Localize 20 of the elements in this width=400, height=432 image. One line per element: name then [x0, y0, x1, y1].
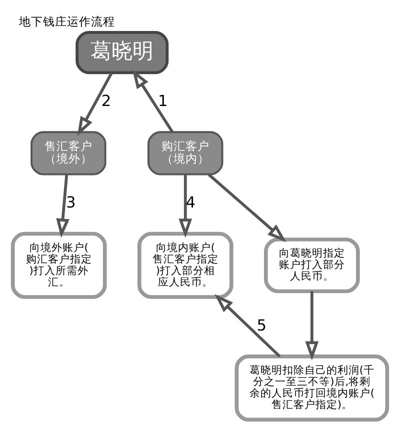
arrow: [132, 69, 174, 133]
node-box: 向境外账户(购汇客户指定)打入所需外汇。: [10, 232, 107, 299]
arrow: [208, 173, 286, 242]
edge-label: 4: [186, 194, 196, 212]
diagram-title: 地下钱庄运作流程: [18, 14, 115, 28]
edge-label: 1: [158, 92, 168, 110]
arrow: [178, 174, 192, 238]
node-box: 向境内账户(售汇客户指定)打入部分相应人民币。: [137, 232, 234, 299]
arrow: [56, 174, 70, 238]
node-box: 葛晓明扣除自己的利润(千分之一至三不等)后,将剩余的人民币打回境内账户(售汇客户指定)。: [234, 354, 390, 422]
node-box: 葛晓明: [76, 31, 169, 74]
edge-label: 2: [101, 92, 112, 110]
edge-label: 5: [256, 316, 266, 334]
node-box: 售汇客户（境外）: [30, 131, 106, 176]
arrow: [77, 72, 113, 136]
arrow: [214, 294, 281, 358]
node-box: 向葛晓明指定账户打入部分人民币。: [264, 238, 360, 294]
node-box: 购汇客户（境内）: [148, 131, 224, 176]
edge-label: 3: [66, 194, 76, 212]
arrow: [305, 291, 319, 360]
